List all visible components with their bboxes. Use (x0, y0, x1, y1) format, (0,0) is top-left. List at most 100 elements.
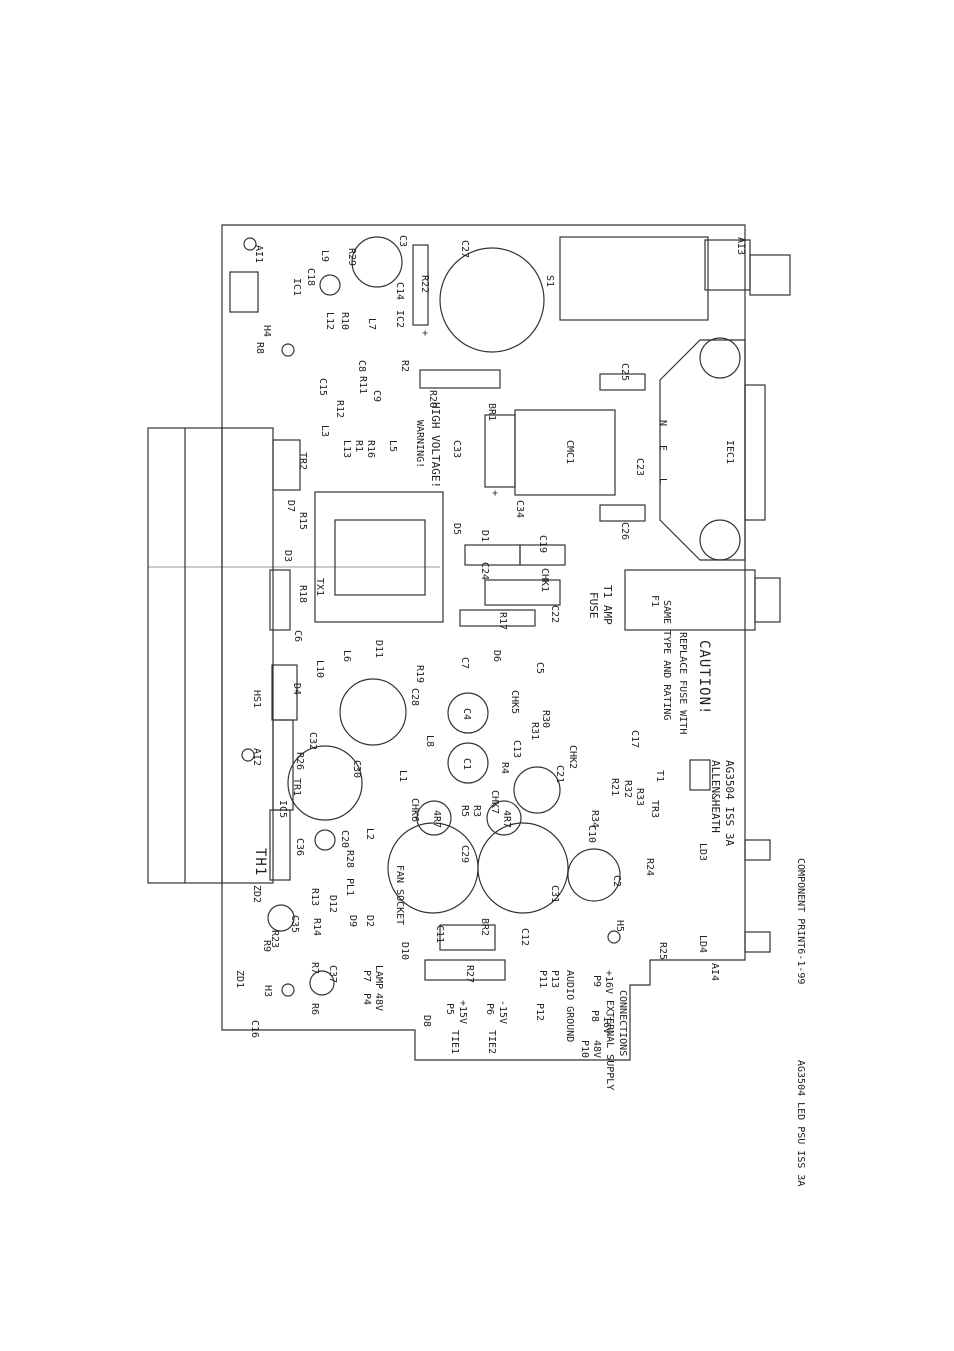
label-c9: C9 (371, 390, 382, 403)
label-d8: D8 (421, 1015, 432, 1028)
footer-title: AG3504 LED PSU ISS 3A (795, 1060, 806, 1187)
label-external-supply: EXTERNAL SUPPLY (604, 1000, 615, 1091)
label-f1: F1 (649, 595, 660, 608)
fuse-holder-f1 (624, 569, 756, 631)
label-ai1: AI1 (253, 245, 264, 264)
label-chk7: CHK7 (489, 790, 500, 815)
label-h4: H4 (261, 325, 272, 338)
label-c4: C4 (461, 708, 472, 721)
label-r27: R27 (464, 965, 475, 984)
label-r21: R21 (609, 778, 620, 797)
label-l: L (657, 478, 668, 485)
label-l3: L3 (319, 425, 330, 438)
label-r12: R12 (334, 400, 345, 419)
capacitor-c21 (513, 766, 561, 814)
label-p6: P6 (484, 1003, 495, 1016)
label-r24: R24 (644, 858, 655, 877)
label-r10: R10 (339, 312, 350, 331)
label-l2: L2 (364, 828, 375, 841)
capacitor-c31 (477, 822, 569, 914)
label-chk5: CHK5 (509, 690, 520, 715)
label-d4: D4 (291, 683, 302, 696)
label-c3: C3 (397, 235, 408, 248)
label-c2: C2 (611, 875, 622, 888)
label-l6: L6 (341, 650, 352, 663)
label-p7: P7 (361, 970, 372, 983)
label-brand: ALLEN&HEATH (709, 760, 722, 833)
label-l13: L13 (341, 440, 352, 459)
label-ic2: IC2 (394, 310, 405, 329)
label-plus-2: + (489, 490, 500, 497)
label-d9: D9 (347, 915, 358, 928)
label-tx1: TX1 (314, 578, 325, 597)
capacitor-c27 (439, 247, 545, 353)
label-r26: R26 (294, 752, 305, 771)
label-r13: R13 (309, 888, 320, 907)
label-c7: C7 (459, 657, 470, 670)
label-l1: L1 (397, 770, 408, 783)
label-r17: R17 (497, 612, 508, 631)
label-br1: BR1 (486, 403, 497, 422)
label-r7: R7 (309, 962, 320, 975)
label-board-id: AG3504 ISS 3A (723, 760, 736, 847)
label-c1: C1 (461, 758, 472, 771)
label-r6: R6 (309, 1003, 320, 1016)
label-tie2: TIE2 (486, 1030, 497, 1055)
capacitor-c28 (339, 678, 407, 746)
label-c36: C36 (294, 838, 305, 857)
label-fuse-rating: T1 AMP (601, 585, 614, 625)
label-c24: C24 (479, 562, 490, 581)
label-fuse: FUSE (587, 592, 600, 619)
capacitor-c3 (351, 236, 403, 288)
label-zd2: ZD2 (251, 885, 262, 904)
label-d11: D11 (373, 640, 384, 659)
label-c26: C26 (619, 522, 630, 541)
label-r4: R4 (499, 762, 510, 775)
label-c35: C35 (289, 915, 300, 934)
label-l8: L8 (424, 735, 435, 748)
label-fan-socket: FAN SOCKET (394, 865, 405, 926)
label-th1: TH1 (252, 848, 268, 877)
label-p5: P5 (444, 1003, 455, 1016)
label-br2: BR2 (479, 918, 490, 937)
label-p10v: 48V (591, 1040, 602, 1059)
label-chk6: CHK6 (409, 798, 420, 823)
label-c10: C10 (586, 825, 597, 844)
label-d1: D1 (479, 530, 490, 543)
label-ld3: LD3 (697, 843, 708, 862)
label-d10: CHK2 (567, 745, 578, 770)
label-cmc1: CMC1 (564, 440, 575, 465)
label-c34: C34 (514, 500, 525, 519)
label-connections: CONNECTIONS (617, 990, 628, 1057)
capacitor-c1 (447, 742, 489, 784)
board-edge (221, 224, 746, 1061)
label-r11: R11 (357, 376, 368, 395)
label-tr1: TR1 (291, 778, 302, 797)
label-plus16v: +16V (603, 970, 614, 995)
label-tr2: TR2 (297, 452, 308, 471)
label-p10: P10 (579, 1040, 590, 1059)
label-plus-1: + (419, 330, 430, 337)
label-r1: R1 (353, 440, 364, 453)
switch-s1 (559, 236, 709, 321)
label-l5: L5 (387, 440, 398, 453)
label-lamp: LAMP (373, 965, 384, 990)
label-p11: P11 (537, 970, 548, 989)
capacitor-c30 (287, 745, 363, 821)
label-c23: C23 (634, 458, 645, 477)
label-c28: C28 (409, 688, 420, 707)
label-replace-fuse: REPLACE FUSE WITH (677, 632, 688, 735)
label-r14: R14 (311, 918, 322, 937)
label-c27: C27 (459, 240, 470, 259)
label-c31: C31 (549, 885, 560, 904)
label-c29: C29 (459, 845, 470, 864)
label-e: E (657, 445, 668, 452)
label-c12: C12 (519, 928, 530, 947)
label-d10b: D10 (399, 942, 410, 961)
label-s1: S1 (544, 275, 555, 288)
label-p9: P9 (591, 975, 602, 988)
label-ld4: LD4 (697, 935, 708, 954)
label-pl1: PL1 (344, 878, 355, 897)
label-c14: C14 (394, 282, 405, 301)
label-d12: D12 (327, 895, 338, 914)
